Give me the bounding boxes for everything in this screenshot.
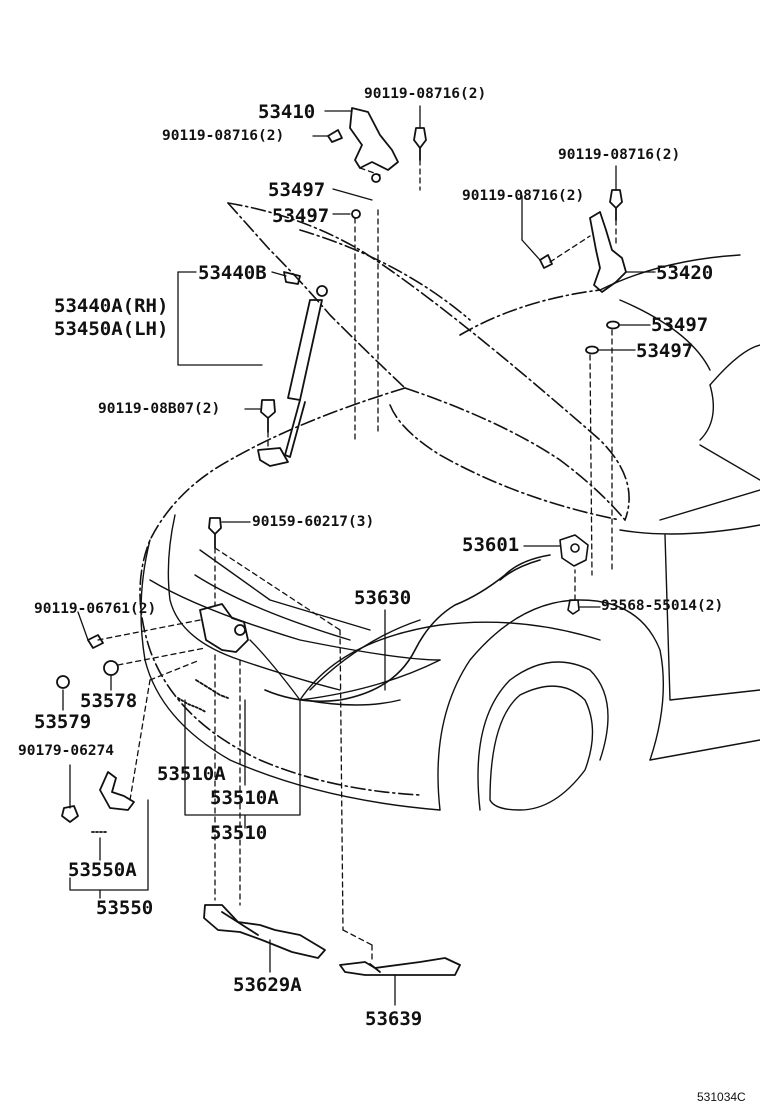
bracket-53639 <box>339 957 461 976</box>
callout-90119-06761: 90119-06761(2) <box>34 601 157 617</box>
callout-53550: 53550 <box>96 897 154 919</box>
callout-53601: 53601 <box>462 534 520 556</box>
callout-90119-08716-right-mid: 90119-08716(2) <box>462 188 585 204</box>
callout-90119-08716-top: 90119-08716(2) <box>364 86 487 102</box>
hood-lock <box>56 517 249 713</box>
car-body <box>140 254 760 811</box>
callout-53579: 53579 <box>34 711 92 733</box>
bracket-53629A <box>203 904 326 959</box>
callout-53578: 53578 <box>80 690 138 712</box>
callout-53497-a: 53497 <box>268 179 326 201</box>
callout-90119-08B07: 90119-08B07(2) <box>98 401 221 417</box>
callout-90119-08716-right-top: 90119-08716(2) <box>558 147 681 163</box>
callout-53510A-2: 53510A <box>210 787 279 809</box>
callout-53497-d: 53497 <box>636 340 694 362</box>
callout-53550A: 53550A <box>68 859 137 881</box>
guide-lines <box>97 159 617 963</box>
leader-lines <box>62 105 656 1006</box>
callout-53630: 53630 <box>354 587 412 609</box>
hood-support-strut <box>257 271 328 467</box>
callout-53510A-1: 53510A <box>157 763 226 785</box>
callout-53440A-rh: 53440A(RH) <box>54 295 169 317</box>
callout-53639: 53639 <box>365 1008 423 1030</box>
callout-53629A: 53629A <box>233 974 302 996</box>
callout-90179-06274: 90179-06274 <box>18 743 115 759</box>
figure-code: 531034C <box>697 1090 746 1104</box>
callout-53450A-lh: 53450A(LH) <box>54 318 169 340</box>
callout-53410: 53410 <box>258 101 316 123</box>
hood-outline <box>139 202 630 796</box>
callout-53440B: 53440B <box>198 262 267 284</box>
callout-90159-60217: 90159-60217(3) <box>252 514 375 530</box>
release-cable <box>264 534 589 703</box>
safety-catch <box>61 771 135 833</box>
hinge-right <box>539 189 627 355</box>
hinge-left <box>327 107 427 219</box>
callout-53497-c: 53497 <box>651 314 709 336</box>
callout-53420: 53420 <box>656 262 714 284</box>
callout-53497-b: 53497 <box>272 205 330 227</box>
callout-93568-55014: 93568-55014(2) <box>601 598 724 614</box>
callout-90119-08716-left: 90119-08716(2) <box>162 128 285 144</box>
callout-53510: 53510 <box>210 822 268 844</box>
